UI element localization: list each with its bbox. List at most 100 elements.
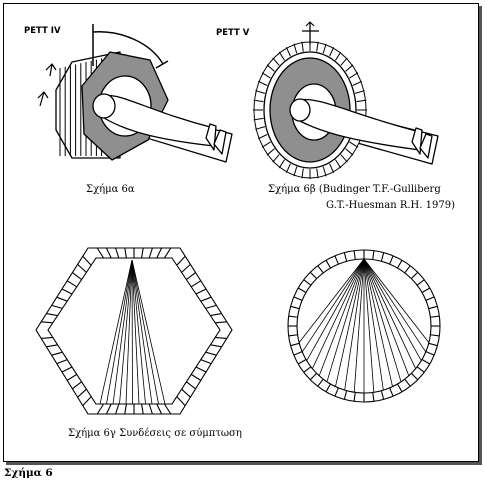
circle-detector-element (343, 252, 348, 262)
detector-element (278, 51, 286, 61)
circle-detector-element (372, 250, 375, 260)
hex-detector-element (195, 288, 207, 295)
detector-element (293, 166, 298, 177)
hex-detector-element (41, 321, 53, 324)
hex-detector-element (215, 336, 227, 339)
circle-detector-element (334, 387, 339, 397)
hex-detector-element (176, 255, 186, 266)
hex-detector-element (148, 403, 153, 415)
figure-caption: Σχήμα 6 (4, 467, 53, 479)
hex-detector-element (72, 381, 82, 390)
coincidence-line (363, 258, 410, 376)
detector-element (285, 47, 291, 57)
detector-element (349, 72, 359, 79)
hex-detector-element (56, 296, 68, 302)
hex-detector-element (51, 304, 63, 309)
detector-element (349, 141, 359, 148)
hex-detector-element (77, 263, 87, 273)
detector-element (322, 166, 327, 177)
hex-detector-element (181, 388, 191, 398)
detector-element (301, 168, 304, 179)
circle-detector-element (425, 351, 435, 356)
circle-detector-element (288, 334, 298, 337)
circle-detector-element (297, 359, 307, 365)
detector-element (253, 99, 264, 103)
circle-detector-element (293, 351, 303, 356)
coincidence-line (306, 258, 365, 361)
detector-element (278, 159, 286, 169)
coincidence-line (344, 258, 365, 391)
circle-detector-element (293, 296, 303, 301)
circle-detector-element (380, 252, 385, 262)
hex-detector-element (56, 359, 68, 365)
circle-detector-element (353, 392, 356, 402)
detector-element (272, 154, 280, 163)
hex-detector-element (190, 280, 202, 288)
hex-detector-element (124, 403, 127, 415)
coincidence-line (298, 258, 365, 343)
hex-detector-element (210, 344, 222, 348)
hex-detector-element (66, 373, 78, 381)
hex-detector-element (82, 255, 92, 266)
coincidence-line (353, 258, 365, 393)
detector-element (340, 154, 348, 163)
detector-element (255, 90, 266, 94)
hex-detector-element (141, 247, 144, 259)
pett-iv-label: PETT IV (24, 26, 61, 36)
pett-iv-scanner-drawing (37, 24, 233, 163)
hex-detector-element (163, 247, 172, 259)
hex-detector-element (124, 247, 127, 259)
detector-element (266, 148, 275, 156)
caption-6c: Σχήμα 6γ Συνδέσεις σε σύμπτωση (68, 428, 242, 439)
detector-element (316, 168, 319, 179)
hex-detector-element (72, 272, 82, 281)
hex-detector-element (46, 344, 58, 348)
circle-detector-element (430, 334, 440, 337)
hex-detector-element (96, 403, 105, 415)
caption-6a: Σχήμα 6α (86, 184, 135, 195)
circle-detector-element (416, 366, 425, 373)
circle-detector-element (288, 315, 298, 318)
hex-detector-element (51, 351, 63, 356)
pett-v-label: PETT V (216, 28, 250, 38)
coincidence-line (363, 258, 430, 343)
circle-detector-element (317, 378, 324, 387)
hex-detector-element (200, 359, 212, 365)
hex-detector-element (66, 280, 78, 288)
coincidence-line (326, 258, 365, 382)
detector-element (354, 90, 365, 94)
circle-detector-element (334, 255, 339, 265)
hex-detector-element (186, 381, 196, 390)
hex-detector-element (181, 263, 191, 273)
circle-detector-element (317, 265, 324, 274)
circle-detector-element (410, 372, 419, 381)
circle-detector-element (430, 315, 440, 318)
detector-element (255, 126, 266, 130)
detector-element (257, 134, 268, 140)
circle-detector-element (325, 383, 331, 393)
detector-element (293, 43, 298, 54)
hexagonal-detector-ring (35, 247, 233, 415)
circle-detector-element (421, 287, 431, 293)
coincidence-line (363, 258, 416, 369)
coincidence-line (301, 258, 365, 353)
hex-detector-element (205, 304, 217, 309)
circle-detector-element (397, 383, 403, 393)
coincidence-line (99, 259, 133, 405)
detector-element (340, 57, 348, 66)
hex-detector-element (77, 388, 87, 398)
circle-detector-element (428, 342, 438, 347)
detector-element (322, 43, 327, 54)
hex-detector-element (156, 247, 163, 259)
coincidence-line (125, 259, 133, 405)
hex-detector-element (190, 373, 202, 381)
circle-detector-element (416, 279, 425, 286)
coincidence-line (363, 258, 384, 391)
circle-detector-element (372, 392, 375, 402)
caption-6b-line2: G.T.-Huesman R.H. 1979) (326, 200, 455, 211)
hex-detector-element (115, 247, 120, 259)
coincidence-line (131, 259, 133, 405)
hex-detector-element (115, 403, 120, 415)
detector-element (316, 41, 319, 52)
